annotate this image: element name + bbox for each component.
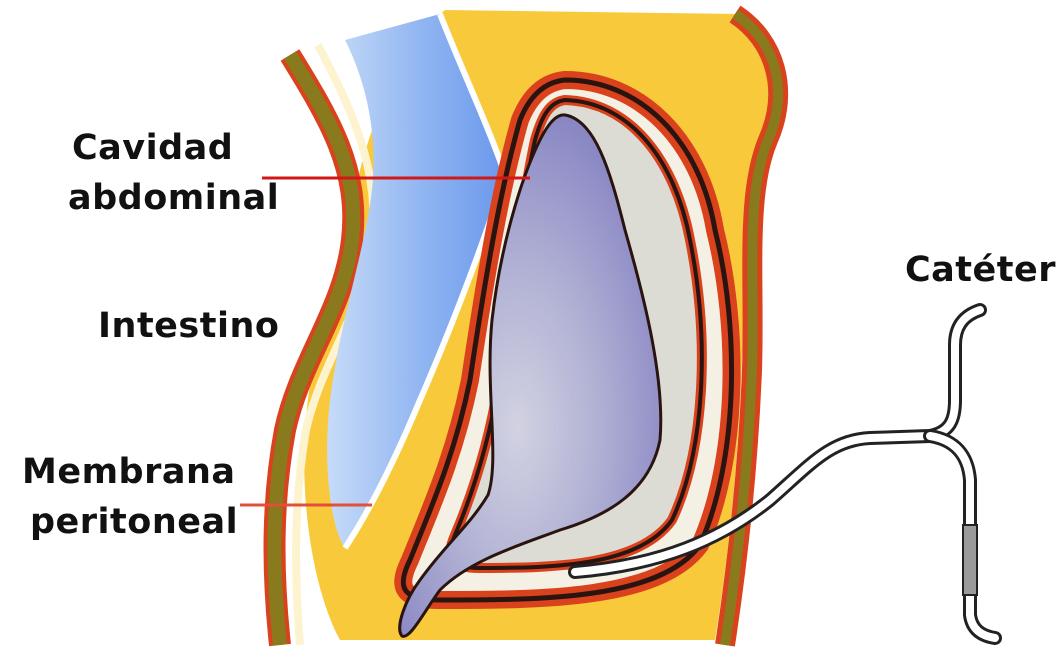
label-intestino: Intestino	[98, 306, 279, 347]
label-cateter: Catéter	[905, 250, 1056, 291]
label-cavidad: Cavidad	[72, 128, 233, 169]
catheter-clamp	[963, 525, 977, 595]
label-abdominal: abdominal	[68, 178, 279, 219]
label-membrana: Membrana	[22, 452, 236, 493]
label-peritoneal: peritoneal	[30, 502, 238, 543]
